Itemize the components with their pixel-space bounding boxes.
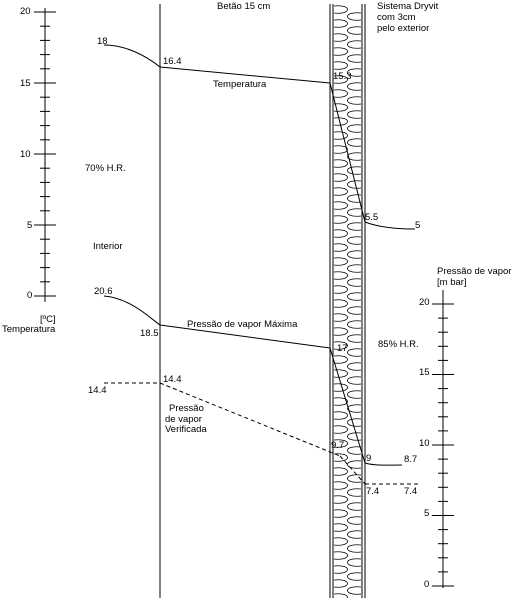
insulation-title-line3: pelo exterior [377,23,429,34]
temp-tick-label-20: 20 [20,6,31,17]
temp-tick-label-0: 0 [27,290,32,301]
temperature-unit-label: [ºC] [40,314,56,325]
insulation-title-line2: com 3cm [377,12,416,23]
pressure-axis-title-line2: [m bar] [437,277,467,288]
max-pressure-curve-label: Pressão de vapor Máxima [187,319,298,330]
max-pressure-value-exterior-air: 8.7 [404,454,417,465]
actual-pressure-value-interior-air: 14.4 [88,385,107,396]
max-pressure-value-interior-surface: 18.5 [140,328,159,339]
max-pressure-exterior-boundary-curve [364,462,403,466]
interior-humidity-label: 70% H.R. [85,163,126,174]
temperature-axis-title: Temperatura [2,324,56,335]
interior-label: Interior [93,241,123,252]
temp-tick-label-15: 15 [20,78,31,89]
max-pressure-value-interface: 17 [337,343,348,354]
actual-pressure-value-interior-surface: 14.4 [163,374,182,385]
temp-value-interior-air: 18 [97,36,108,47]
temp-value-interface: 15.3 [333,71,352,82]
temperature-axis-ticks [34,11,56,297]
pressure-tick-label-5: 5 [424,508,429,519]
actual-pressure-label-line3: Verificada [165,424,207,435]
wall-title: Betão 15 cm [217,1,270,12]
actual-pressure-value-exterior-air: 7.4 [404,486,417,497]
temperature-insulation-line [329,82,366,223]
pressure-axis-ticks [432,303,454,587]
max-pressure-wall-line [159,324,331,349]
insulation-title-line1: Sistema Dryvit [377,1,439,12]
pressure-tick-label-10: 10 [419,438,430,449]
temp-tick-label-10: 10 [20,149,31,160]
temperature-curve-label: Temperatura [213,79,267,90]
temp-value-exterior-air: 5 [415,220,420,231]
temp-value-interior-surface: 16.4 [163,56,182,67]
temperature-interior-boundary-curve [103,44,161,68]
actual-pressure-label-line1: Pressão [169,403,204,414]
max-pressure-interior-boundary-curve [103,295,161,326]
max-pressure-value-exterior-surface: 9 [366,453,371,464]
actual-pressure-value-exterior-surface: 7.4 [366,486,379,497]
pressure-tick-label-0: 0 [424,579,429,590]
max-pressure-insulation-line [329,347,366,464]
temp-value-exterior-surface: 5.5 [365,212,378,223]
pressure-tick-label-20: 20 [419,297,430,308]
insulation-hatch [333,5,362,598]
actual-pressure-insulation-line [339,455,366,485]
actual-pressure-label-line2: de vapor [165,414,202,425]
temperature-wall-line [159,66,331,84]
temp-tick-label-5: 5 [27,220,32,231]
temperature-exterior-boundary-curve [364,221,416,230]
exterior-humidity-label: 85% H.R. [378,339,419,350]
insulation-layer [329,4,366,598]
pressure-axis [432,290,454,588]
actual-pressure-value-interface: 9.7 [331,440,344,451]
max-pressure-value-interior-air: 20.6 [94,286,113,297]
actual-pressure-wall-line [159,382,341,457]
temperature-axis [34,8,56,302]
pressure-axis-title-line1: Pressão de vapor [437,266,511,277]
pressure-tick-label-15: 15 [419,367,430,378]
